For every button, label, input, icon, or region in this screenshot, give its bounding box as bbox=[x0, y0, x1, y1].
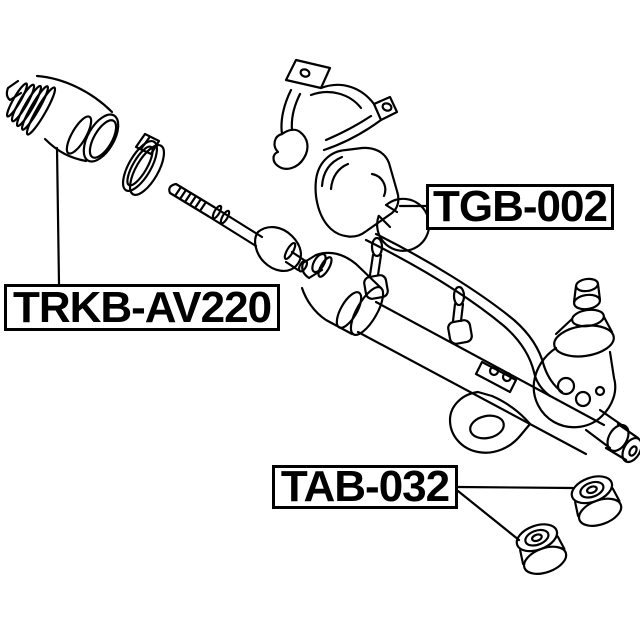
stabilizer-bushing bbox=[314, 146, 431, 252]
leader-line-bushing-1 bbox=[456, 485, 575, 490]
rack-mount-bushing-1 bbox=[570, 475, 623, 527]
steering-rack-boot bbox=[5, 74, 120, 163]
stabilizer-bracket bbox=[272, 58, 399, 170]
steering-rack-assembly bbox=[300, 232, 640, 464]
label-box-rack-mount-bushing: TAB-032 bbox=[272, 465, 458, 509]
label-box-stabilizer-bushing: TGB-002 bbox=[426, 184, 614, 230]
inner-tie-rod bbox=[168, 182, 309, 273]
boot-clamp bbox=[121, 132, 166, 196]
leader-line-bushing-2 bbox=[456, 489, 521, 542]
leader-line-boot bbox=[55, 146, 61, 286]
rack-mount-bushing-2 bbox=[515, 523, 568, 575]
label-box-boot-kit: TRKB-AV220 bbox=[4, 284, 280, 331]
